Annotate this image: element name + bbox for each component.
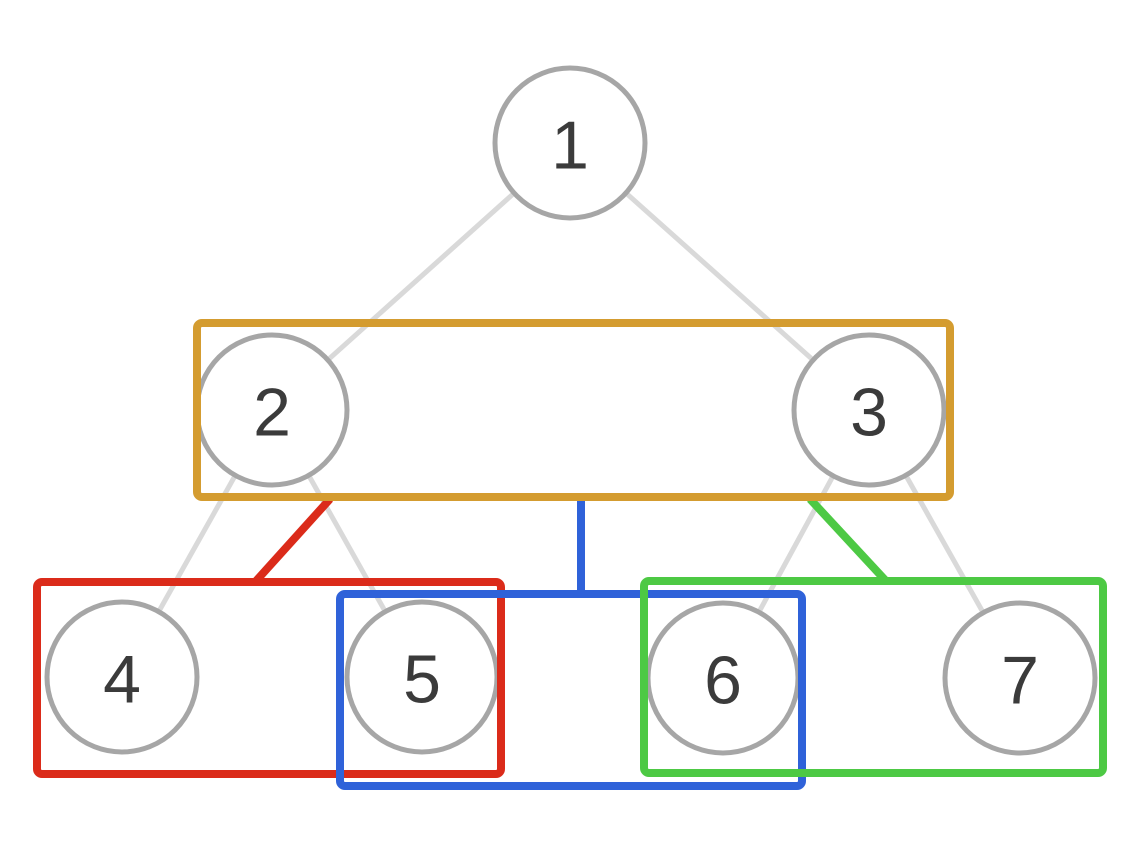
tree-node-label-4: 4 <box>103 642 141 718</box>
tree-node-6: 6 <box>645 600 801 756</box>
tree-node-1: 1 <box>492 65 648 221</box>
group-box-nodes-5-6 <box>336 590 806 790</box>
tree-node-label-7: 7 <box>1001 643 1039 719</box>
tree-node-circle-1 <box>492 65 648 221</box>
group-box-nodes-6-7 <box>640 577 1107 777</box>
tree-node-2: 2 <box>194 332 350 488</box>
tree-node-3: 3 <box>791 332 947 488</box>
tree-node-label-6: 6 <box>704 643 742 719</box>
group-box-nodes-2-3 <box>193 319 954 501</box>
tree-node-circle-4 <box>44 599 200 755</box>
link-parent-group-to-red-group <box>253 496 333 584</box>
tree-node-label-1: 1 <box>551 108 589 184</box>
tree-node-7: 7 <box>942 600 1098 756</box>
tree-node-circle-3 <box>791 332 947 488</box>
tree-node-label-2: 2 <box>253 375 291 451</box>
tree-node-4: 4 <box>44 599 200 755</box>
tree-node-5: 5 <box>344 599 500 755</box>
tree-node-circle-7 <box>942 600 1098 756</box>
link-parent-group-to-green-group <box>807 496 889 584</box>
group-box-nodes-4-5 <box>33 578 505 778</box>
tree-node-label-5: 5 <box>403 642 441 718</box>
tree-node-label-3: 3 <box>850 375 888 451</box>
